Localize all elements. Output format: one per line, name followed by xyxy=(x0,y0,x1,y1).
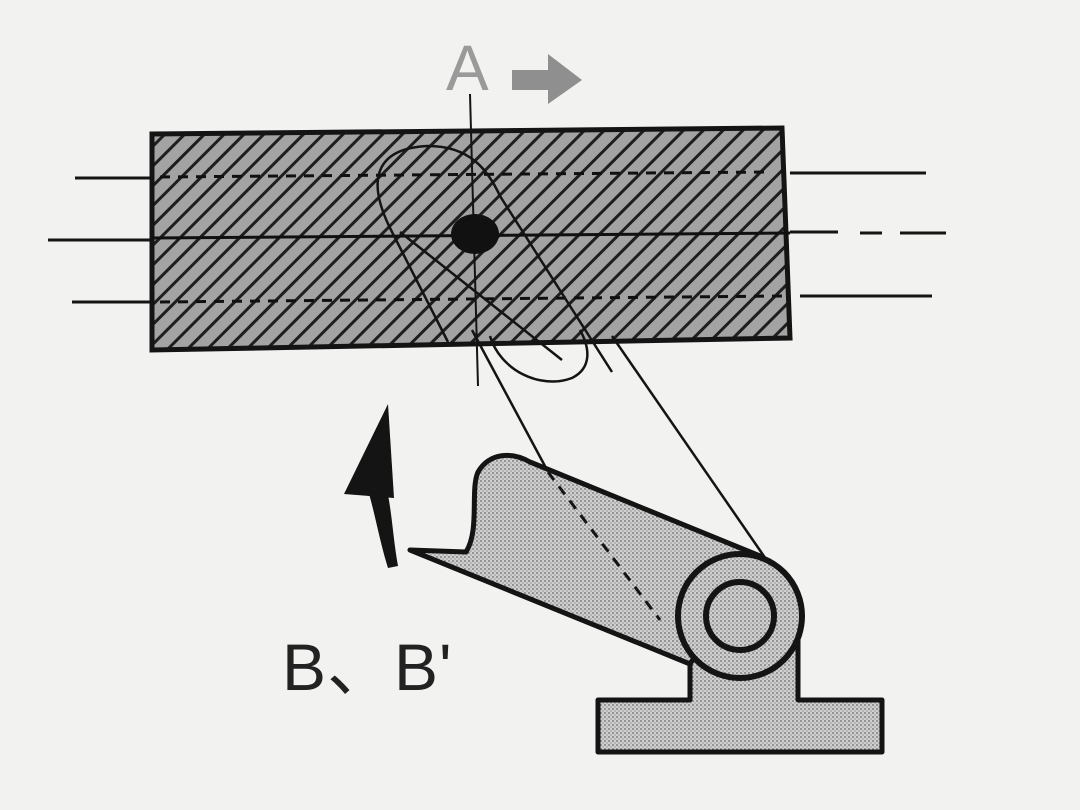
right-arrow-icon xyxy=(512,54,582,104)
roller-base xyxy=(595,637,885,755)
dashed-line-bottom xyxy=(159,294,783,304)
label-a: A xyxy=(446,32,489,104)
block-dashed-lines xyxy=(159,170,783,304)
roller-sheet xyxy=(407,452,763,667)
belt-lower-loop xyxy=(488,329,589,383)
roller-dashed-line xyxy=(546,471,662,621)
belt-lines xyxy=(376,144,770,563)
belt-upper-loop xyxy=(376,144,614,373)
dashed-line-top xyxy=(159,170,771,179)
belt-line-left-outer xyxy=(470,329,548,469)
belt-line-cross xyxy=(399,231,563,361)
belt-line-right-outer xyxy=(610,335,770,563)
guide-lines xyxy=(48,171,946,304)
curved-up-arrow-icon xyxy=(344,404,398,568)
center-point xyxy=(451,214,499,254)
roller-end-inner xyxy=(703,579,777,653)
label-b-b-prime: B、B' xyxy=(282,630,453,704)
